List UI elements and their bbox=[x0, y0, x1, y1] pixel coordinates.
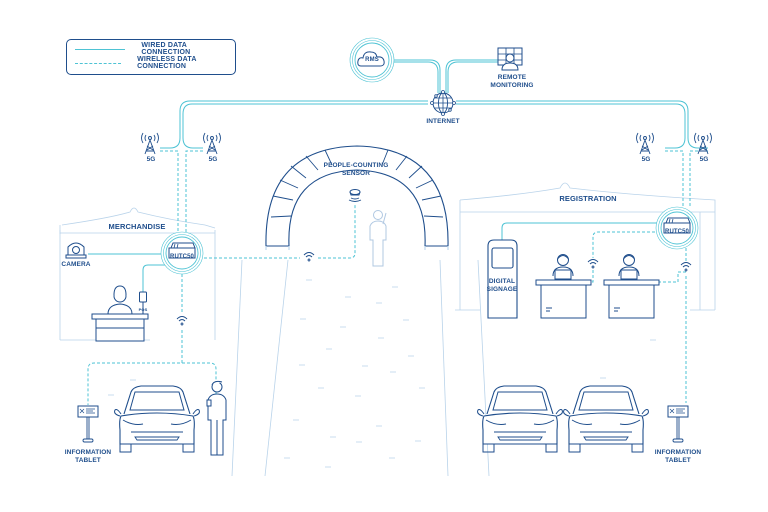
router-merchandise-icon bbox=[160, 231, 204, 275]
people-counting-arch bbox=[265, 145, 449, 250]
pos-terminal-icon bbox=[139, 291, 147, 315]
people-counting-sensor-icon bbox=[348, 189, 362, 202]
5g-label: 5G bbox=[208, 156, 218, 163]
registration-title: REGISTRATION bbox=[559, 194, 617, 203]
visitor-with-phone-icon bbox=[206, 380, 227, 456]
information-tablet-icon bbox=[77, 405, 99, 443]
registration-router-label: RUTC50 bbox=[665, 229, 689, 235]
camera-label: CAMERA bbox=[61, 261, 91, 268]
legend-wireless: WIRELESS DATA CONNECTION bbox=[75, 56, 235, 70]
remote-monitoring-label: REMOTE MONITORING bbox=[490, 74, 534, 89]
remote-monitoring-icon bbox=[497, 47, 523, 71]
information-tablet-label: INFORMATION TABLET bbox=[64, 449, 112, 464]
rms-label: RMS bbox=[365, 57, 379, 63]
legend: WIRED DATA CONNECTION WIRELESS DATA CONN… bbox=[66, 39, 236, 75]
5g-label: 5G bbox=[699, 156, 709, 163]
digital-signage-label: DIGITAL SIGNAGE bbox=[486, 278, 518, 293]
wifi-icon bbox=[680, 262, 692, 272]
5g-tower-icon bbox=[141, 132, 159, 155]
wifi-icon bbox=[587, 259, 599, 269]
wireless-connections bbox=[87, 150, 708, 405]
information-tablet-label: INFORMATION TABLET bbox=[654, 449, 702, 464]
legend-wired-label: WIRED DATA CONNECTION bbox=[141, 42, 191, 56]
staff-laptop-icon bbox=[618, 254, 640, 280]
merchandise-counter bbox=[91, 285, 149, 342]
router-registration-icon bbox=[655, 206, 699, 250]
wired-connections bbox=[88, 59, 708, 292]
car-icon bbox=[563, 385, 649, 453]
5g-label: 5G bbox=[146, 156, 156, 163]
road-dashes bbox=[108, 279, 656, 468]
wired-line-swatch bbox=[75, 48, 126, 50]
car-icon bbox=[114, 385, 200, 453]
merchandise-title: MERCHANDISE bbox=[108, 222, 166, 231]
legend-wireless-label: WIRELESS DATA CONNECTION bbox=[137, 56, 197, 70]
pos-label: POS bbox=[138, 307, 148, 312]
registration-tent bbox=[459, 182, 716, 311]
road-edges bbox=[231, 259, 490, 477]
5g-label: 5G bbox=[641, 156, 651, 163]
wireless-line-swatch bbox=[75, 62, 122, 64]
merchandise-router-label: RUTC50 bbox=[170, 254, 194, 260]
staff-laptop-icon bbox=[552, 254, 574, 280]
merch-tent-frame bbox=[59, 224, 216, 340]
people-counting-sensor-label: PEOPLE-COUNTING SENSOR bbox=[323, 162, 389, 177]
wifi-icon bbox=[303, 252, 315, 262]
5g-tower-icon bbox=[636, 132, 654, 155]
information-tablet-icon bbox=[667, 405, 689, 443]
digital-signage-icon bbox=[487, 239, 518, 319]
car-icon bbox=[477, 385, 563, 453]
legend-wired: WIRED DATA CONNECTION bbox=[75, 42, 235, 56]
wifi-icon bbox=[176, 316, 188, 326]
5g-tower-icon bbox=[203, 132, 221, 155]
registration-desks bbox=[535, 279, 660, 319]
internet-label: INTERNET bbox=[426, 118, 460, 125]
camera-icon bbox=[65, 242, 87, 259]
internet-globe-icon bbox=[430, 90, 456, 116]
visitor-figure bbox=[369, 210, 387, 267]
merch-tent-roof bbox=[59, 207, 206, 340]
rms-cloud-icon bbox=[349, 37, 395, 83]
